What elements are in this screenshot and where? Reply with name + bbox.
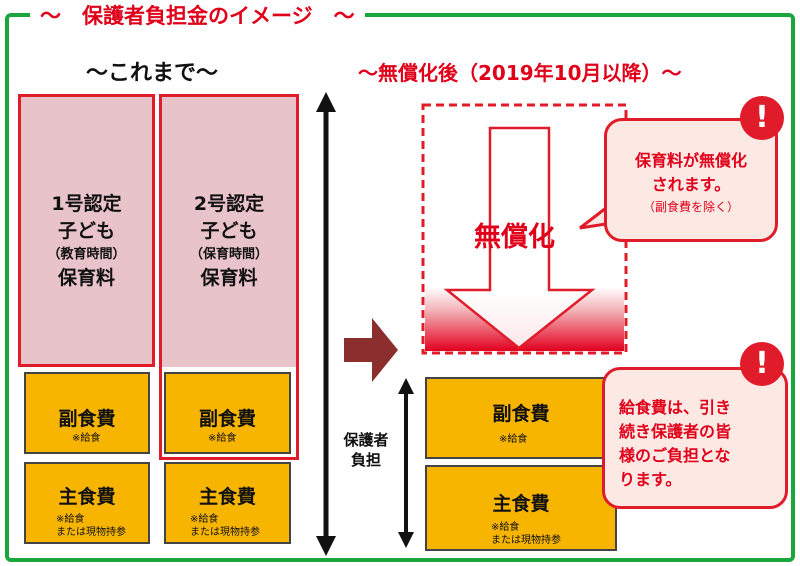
side-dish-box-after: 副食費 ※給食 <box>425 377 617 459</box>
diagram-frame <box>5 13 795 562</box>
callout-bottom-line3: 様のご負担とな <box>619 446 731 465</box>
free-down-arrow <box>443 126 596 350</box>
main-dish-note-1: ※給食 <box>190 514 219 525</box>
type1-line4: 保育料 <box>57 267 115 289</box>
type2-line2: 子ども <box>200 220 258 242</box>
free-label: 無償化 <box>474 222 555 253</box>
burden-label-1: 保護者 <box>343 431 389 449</box>
burden-label: 保護者 負担 <box>336 430 396 470</box>
main-dish-box-type1: 主食費 ※給食 または現物持参 <box>24 462 150 544</box>
callout-top-tail <box>579 204 608 230</box>
burden-label-2: 負担 <box>350 451 381 469</box>
main-dish-label: 主食費 <box>198 486 256 508</box>
type2-outline <box>159 365 299 460</box>
callout-top-line3: （副食費を除く） <box>642 200 739 214</box>
transition-arrow <box>344 318 398 382</box>
diagram-title: ～ 保護者負担金のイメージ ～ <box>30 0 365 32</box>
callout-bottom-line2: 続き保護者の皆 <box>619 422 732 441</box>
side-dish-note: ※給食 <box>72 433 101 444</box>
side-dish-label: 副食費 <box>58 408 116 430</box>
side-dish-note: ※給食 <box>208 433 237 444</box>
type2-line3: （保育時間） <box>189 247 268 262</box>
tuition-box-type1: 1号認定 子ども （教育時間） 保育料 <box>18 94 155 367</box>
main-dish-box-type2: 主食費 ※給食 または現物持参 <box>164 462 291 544</box>
burden-range-arrow <box>316 92 336 556</box>
before-heading: ～これまで～ <box>86 61 219 86</box>
side-dish-box-type2: 副食費 ※給食 <box>164 372 291 454</box>
main-dish-label: 主食費 <box>492 493 550 515</box>
type1-line3: （教育時間） <box>47 247 126 262</box>
type2-line1: 2号認定 <box>193 193 265 215</box>
type1-line1: 1号認定 <box>51 193 122 215</box>
side-dish-note: ※給食 <box>499 434 528 445</box>
after-burden-arrow <box>398 378 414 548</box>
main-dish-note-2: または現物持参 <box>56 527 126 538</box>
tuition-box-type2: 2号認定 子ども （保育時間） 保育料 <box>159 94 299 367</box>
main-dish-label: 主食費 <box>58 486 116 508</box>
side-dish-label: 副食費 <box>198 408 256 430</box>
callout-free-tuition: 保育料が無償化 されます。 （副食費を除く） <box>604 118 778 242</box>
callout-meal-cost: 給食費は、引き 続き保護者の皆 様のご負担とな ります。 <box>602 367 788 509</box>
callout-top-line2: されます。 <box>651 175 731 194</box>
callout-bottom-line1: 給食費は、引き <box>619 398 732 417</box>
type1-line2: 子ども <box>57 220 115 242</box>
main-dish-box-after: 主食費 ※給食 または現物持参 <box>425 465 617 551</box>
callout-top-line1: 保育料が無償化 <box>634 151 747 170</box>
type2-line4: 保育料 <box>200 267 258 289</box>
exclamation-icon: ! <box>740 96 784 140</box>
main-dish-note-1: ※給食 <box>56 514 85 525</box>
side-dish-label: 副食費 <box>492 403 550 425</box>
main-dish-note-2: または現物持参 <box>491 535 561 546</box>
side-dish-box-type1: 副食費 ※給食 <box>24 372 150 454</box>
exclamation-icon: ! <box>740 342 784 386</box>
main-dish-note-1: ※給食 <box>491 522 520 533</box>
after-heading: ～無償化後（2019年10月以降）～ <box>358 61 682 85</box>
main-dish-note-2: または現物持参 <box>190 527 260 538</box>
callout-bottom-line4: ります。 <box>619 470 682 489</box>
